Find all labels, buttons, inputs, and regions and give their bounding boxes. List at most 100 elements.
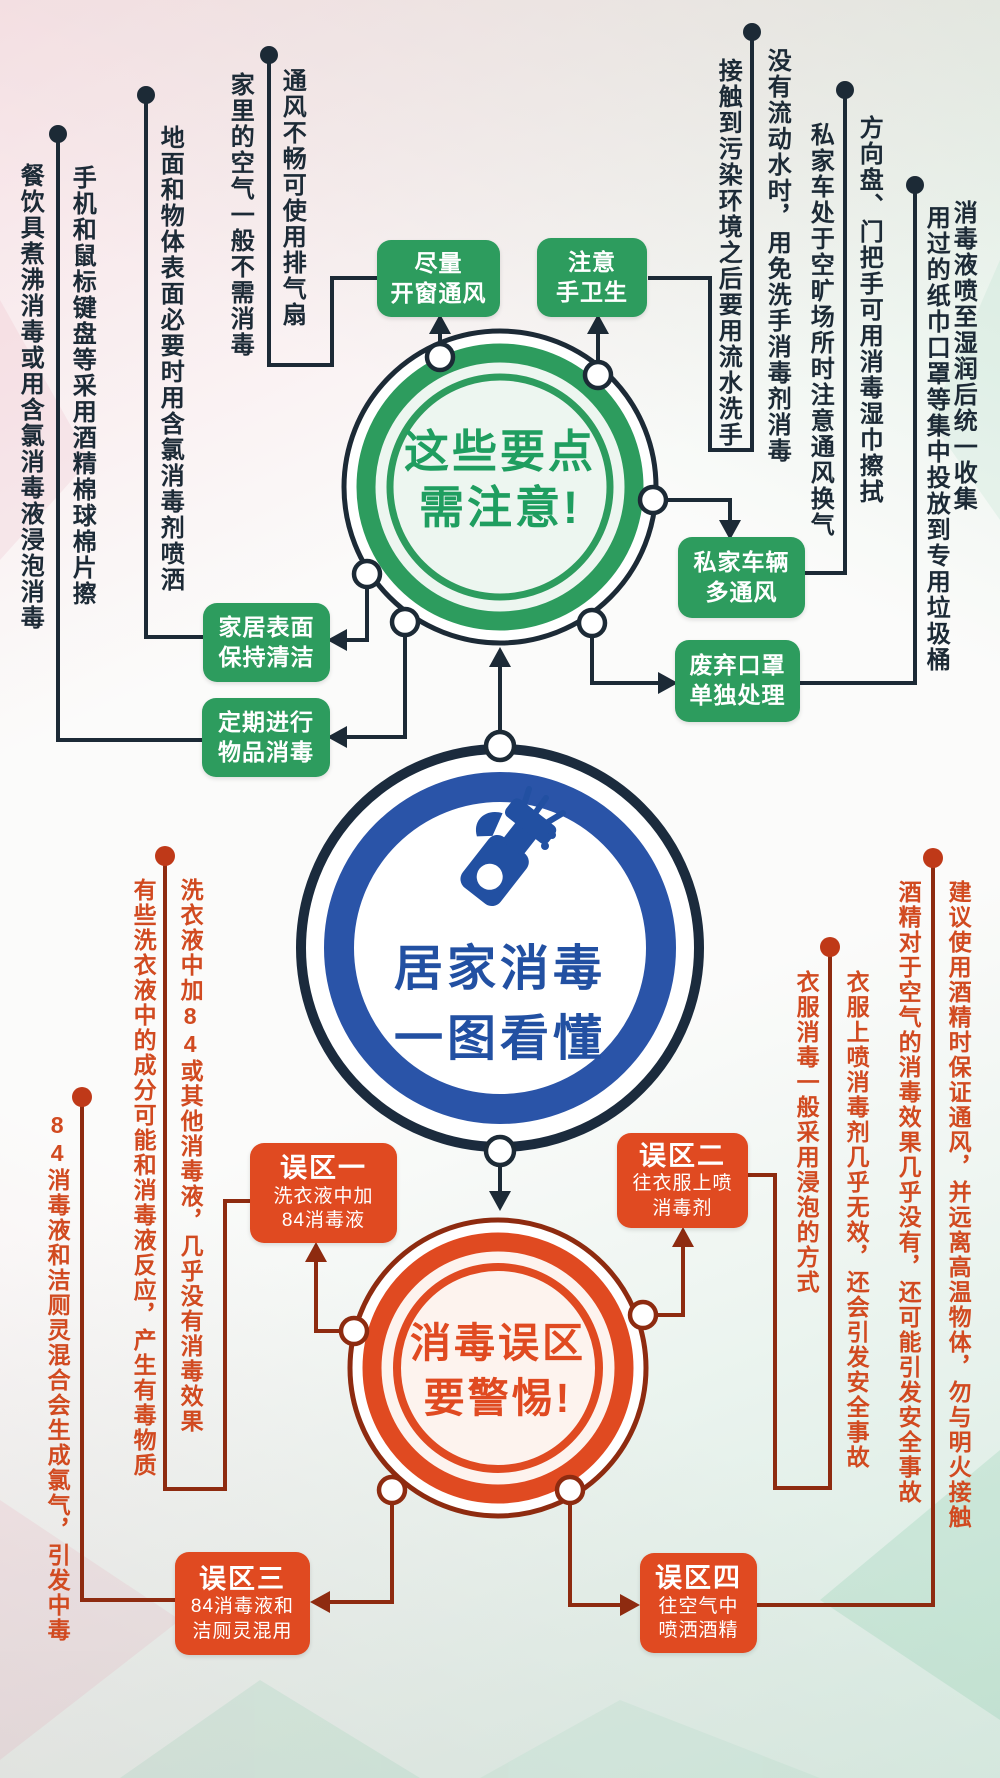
connector-dot	[155, 846, 175, 866]
myth-title: 误区一	[280, 1153, 367, 1184]
note-soak-clothes: 衣服消毒一般采用浸泡的方式	[793, 970, 820, 1295]
hub-blue-title: 居家消毒 一图看懂	[340, 935, 660, 1074]
tip-line: 物品消毒	[218, 738, 314, 765]
connector-g	[163, 856, 250, 1491]
connector-dot	[923, 848, 943, 868]
myth-title: 误区四	[655, 1563, 742, 1594]
tip-box-hand-hygiene: 注意 手卫生	[537, 238, 647, 317]
spray-bottle-icon	[460, 786, 566, 907]
note-spray-collect: 消毒液喷至湿润后统一收集	[949, 200, 977, 512]
tip-line: 废弃口罩	[689, 652, 786, 679]
tip-box-car-ventilate: 私家车辆 多通风	[678, 537, 805, 618]
connector-i	[748, 947, 832, 1490]
hub-node	[424, 341, 456, 373]
hub-green-circle	[341, 328, 669, 646]
tip-box-surface-clean: 家居表面 保持清洁	[203, 603, 330, 682]
connector-b	[144, 95, 203, 639]
connector-d	[648, 32, 754, 452]
tip-line: 保持清洁	[218, 643, 315, 670]
tip-line: 单独处理	[689, 682, 786, 708]
hub-red-line1: 消毒误区	[410, 1320, 586, 1366]
connector-e	[805, 90, 847, 575]
myth-line: 洁厕灵混用	[192, 1620, 293, 1642]
tip-box-open-window: 尽量 开窗通风	[377, 240, 500, 317]
hub-node	[483, 729, 517, 763]
hub-node	[637, 484, 669, 516]
myth-line: 消毒剂	[652, 1197, 713, 1219]
note-alcohol-safety: 建议使用酒精时保证通风，并远离高温物体，勿与明火接触	[945, 880, 972, 1530]
tip-connectors	[49, 23, 924, 742]
hub-blue-line2: 一图看懂	[393, 1011, 606, 1066]
hub-green-line2: 需注意!	[419, 482, 581, 534]
connector-dot	[137, 86, 155, 104]
myth-line: 洗衣液中加	[273, 1185, 374, 1207]
note-phone-keyboard: 手机和鼠标键盘等采用酒精棉球棉片擦	[68, 165, 96, 607]
myth-connectors	[72, 846, 943, 1607]
connector-a	[56, 134, 203, 742]
hub-green-title: 这些要点 需注意!	[350, 424, 650, 537]
background-facets	[0, 260, 1000, 1778]
myth-arrows	[305, 1227, 694, 1616]
hub-node	[627, 1299, 659, 1331]
tip-line: 注意	[568, 248, 616, 275]
myth-line: 喷洒酒精	[658, 1620, 739, 1642]
myth-box-2: 误区二 往衣服上喷 消毒剂	[617, 1133, 748, 1228]
note-chlorine-gas: 84消毒液和洁厕灵混合会生成氯气，引发中毒	[44, 1112, 71, 1643]
myth-line: 84消毒液和	[190, 1596, 295, 1617]
note-indoor-air: 家里的空气一般不需消毒	[226, 72, 254, 358]
hub-node	[576, 607, 608, 639]
note-wash-hands: 接触到污染环境之后要用流水洗手	[714, 58, 742, 448]
connector-h	[80, 1097, 175, 1602]
myth-line: 84消毒液	[281, 1210, 366, 1232]
tip-line: 多通风	[705, 578, 778, 605]
hub-green-line1: 这些要点	[403, 426, 596, 477]
connector-dot	[820, 937, 840, 957]
connector-c	[267, 55, 377, 367]
note-dishes: 餐饮具煮沸消毒或用含氯消毒液浸泡消毒	[16, 163, 44, 631]
hub-node	[554, 1474, 586, 1506]
myth-box-4: 误区四 往空气中 喷洒酒精	[640, 1553, 757, 1653]
hub-blue-circle	[296, 729, 704, 1168]
myth-box-3: 误区三 84消毒液和 洁厕灵混用	[175, 1552, 310, 1655]
connector-dot	[260, 46, 278, 64]
tip-line: 尽量	[414, 249, 463, 276]
tip-line: 私家车辆	[693, 548, 790, 575]
note-detergent-84: 洗衣液中加84或其他消毒液，几乎没有消毒效果	[177, 878, 204, 1434]
myth-box-1: 误区一 洗衣液中加 84消毒液	[250, 1143, 397, 1243]
tip-line: 家居表面	[218, 613, 315, 640]
connector-dot	[72, 1087, 92, 1107]
hub-node	[351, 558, 383, 590]
tip-line: 定期进行	[218, 708, 314, 735]
note-car-open-area: 私家车处于空旷场所时注意通风换气	[806, 122, 834, 538]
hub-red-circle	[338, 1217, 659, 1519]
note-spray-clothes: 衣服上喷消毒剂几乎无效，还会引发安全事故	[843, 970, 870, 1470]
myth-line: 往空气中	[658, 1595, 739, 1617]
hub-node	[582, 359, 614, 391]
hub-node	[483, 1134, 517, 1168]
tip-line: 手卫生	[556, 278, 628, 305]
note-no-water: 没有流动水时，用免洗手消毒剂消毒	[763, 48, 791, 464]
note-used-tissues: 用过的纸巾口罩等集中投放到专用垃圾桶	[922, 205, 950, 673]
note-exhaust-fan: 通风不畅可使用排气扇	[278, 68, 306, 328]
note-floor-surface: 地面和物体表面必要时用含氯消毒剂喷洒	[156, 125, 184, 593]
connector-dot	[906, 176, 924, 194]
connector-dot	[49, 125, 67, 143]
tip-box-mask-disposal: 废弃口罩 单独处理	[675, 640, 800, 722]
note-detergent-react: 有些洗衣液中的成分可能和消毒液反应，产生有毒物质	[130, 878, 157, 1478]
connector-dot	[836, 81, 854, 99]
connector-f	[800, 185, 917, 685]
hub-red-line2: 要警惕!	[423, 1375, 573, 1422]
tip-arrows	[327, 314, 741, 1211]
myth-title: 误区二	[639, 1140, 726, 1171]
connector-j	[757, 858, 935, 1607]
tip-line: 开窗通风	[390, 279, 487, 306]
connector-dot	[743, 23, 761, 41]
note-steering-wheel: 方向盘、门把手可用消毒湿巾擦拭	[855, 115, 883, 505]
hub-node	[389, 606, 421, 638]
hub-node	[338, 1315, 370, 1347]
myth-line: 往衣服上喷	[632, 1173, 733, 1194]
note-alcohol-air: 酒精对于空气的消毒效果几乎没有，还可能引发安全事故	[895, 880, 922, 1505]
tip-box-regular-disinfect: 定期进行 物品消毒	[202, 698, 330, 777]
